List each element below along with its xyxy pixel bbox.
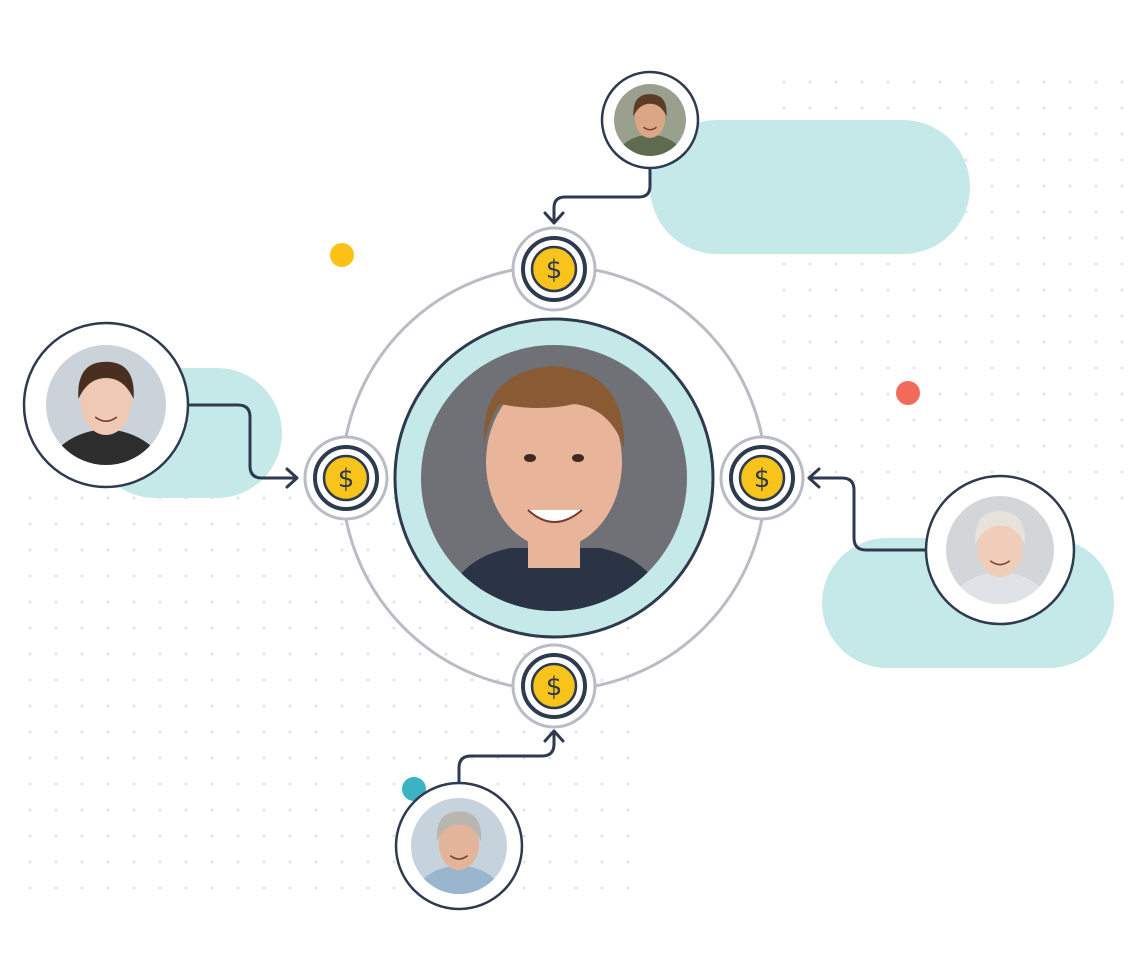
connector-bottom [457,729,565,784]
coin-left: $ [303,435,389,521]
arrowhead-icon [543,729,565,743]
person-top-avatar [600,70,700,170]
central-person-avatar [393,317,715,639]
accent-dot-red [896,381,920,405]
connector-top [543,168,652,225]
connector-right [807,467,926,552]
coin-symbol: $ [546,672,563,702]
accent-dot-yellow [330,243,354,267]
coin-symbol: $ [754,464,771,494]
avatar-hair [633,94,667,117]
avatar-shirt [946,571,1054,604]
avatar-face [977,517,1023,577]
avatar-shirt [411,865,507,894]
avatar-shirt [46,429,166,465]
dollar-coin-icon [530,662,578,710]
connector-left [188,403,299,489]
person-left-avatar [22,321,190,489]
dollar-coin-icon [322,454,370,502]
coin-symbol: $ [546,255,563,285]
person-bottom-avatar [394,781,524,911]
avatar-face [486,376,622,548]
person-right-avatar [924,474,1076,626]
avatar-face [438,817,480,870]
avatar-hair [78,361,134,399]
avatar-face [80,369,132,435]
avatar-hair [483,366,625,448]
pill-top [650,120,970,254]
arrowhead-icon [543,211,565,225]
arrowhead-icon [807,467,821,489]
coin-top: $ [511,226,597,312]
coin-symbol: $ [338,464,355,494]
arrowhead-icon [285,467,299,489]
dollar-coin-icon [530,245,578,293]
avatar-hair [436,811,482,842]
coin-right: $ [719,435,805,521]
dollar-coin-icon [738,454,786,502]
coin-bottom: $ [511,643,597,729]
avatar-face [634,98,666,138]
avatar-shirt [614,134,686,156]
avatar-hair [975,511,1025,545]
